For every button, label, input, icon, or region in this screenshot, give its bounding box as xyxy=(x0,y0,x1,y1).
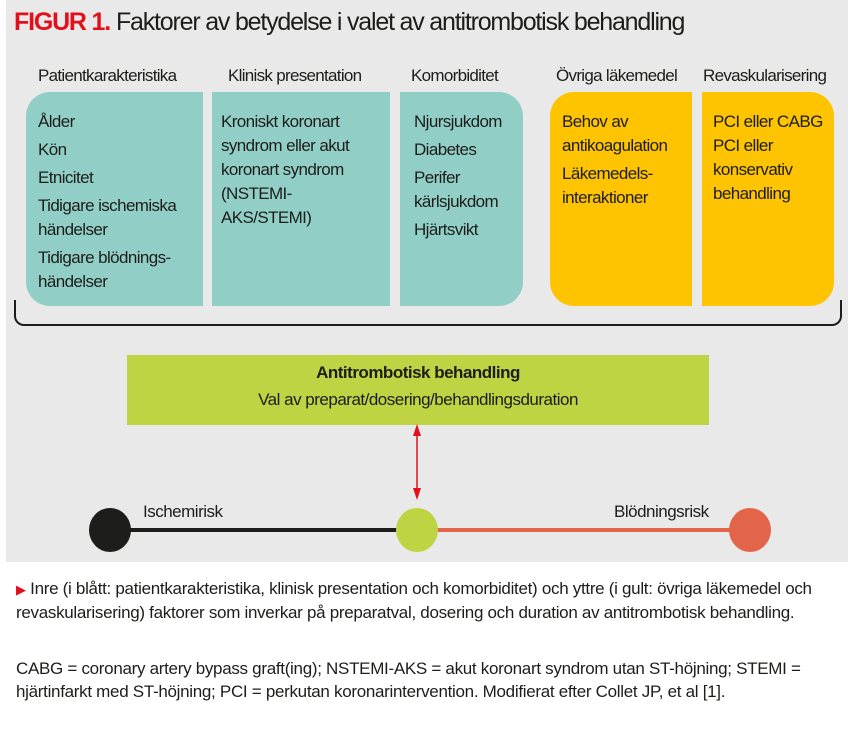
ischemic-node xyxy=(89,508,131,552)
item: Perifer kärlsjukdom xyxy=(414,168,499,211)
figure-label: FIGUR 1. xyxy=(14,8,111,36)
treatment-title: Antitrombotisk behandling xyxy=(316,363,520,382)
item: Ålder xyxy=(38,112,75,131)
item: Tidigare ischemiska händelser xyxy=(38,196,177,239)
header-clinical: Klinisk presentation xyxy=(228,66,362,85)
item: Diabetes xyxy=(414,140,477,159)
arrow-head-down xyxy=(413,488,421,500)
ischemic-label: Ischemirisk xyxy=(143,502,223,521)
item: Etnicitet xyxy=(38,168,94,187)
balance-node xyxy=(396,508,438,552)
item: Kroniskt koronart syndrom eller akut kor… xyxy=(221,112,350,227)
caption: ▶ Inre (i blått: patientkarakteristika, … xyxy=(16,577,842,624)
header-patient: Patientkarakteristika xyxy=(38,66,177,85)
abbreviations: CABG = coronary artery bypass graft(ing)… xyxy=(16,659,801,701)
bleeding-label: Blödningsrisk xyxy=(614,502,709,521)
caption-marker-icon: ▶ xyxy=(16,582,26,597)
treatment-box: Antitrombotisk behandling Val av prepara… xyxy=(127,355,709,425)
item: Tidigare blödnings-händelser xyxy=(38,248,171,291)
item: PCI eller CABG xyxy=(713,112,823,131)
arrow-head-up xyxy=(413,424,421,436)
box-other-drugs: Behov av antikoagulation Läkemedels-inte… xyxy=(550,92,692,306)
header-revasc: Revaskularisering xyxy=(703,66,827,85)
header-other-drugs: Övriga läkemedel xyxy=(556,66,678,85)
header-comorbidity: Komorbiditet xyxy=(411,66,499,85)
caption-text: Inre (i blått: patientkarakteristika, kl… xyxy=(16,579,812,622)
balance-graphic xyxy=(89,424,771,552)
item: Behov av antikoagulation xyxy=(562,112,668,155)
figure-title: FIGUR 1.Faktorer av betydelse i valet av… xyxy=(14,8,685,37)
figure-title-text: Faktorer av betydelse i valet av antitro… xyxy=(115,8,685,36)
box-comorbidity: Njursjukdom Diabetes Perifer kärlsjukdom… xyxy=(400,92,523,306)
item: Kön xyxy=(38,140,67,159)
item: Njursjukdom xyxy=(414,112,502,131)
box-revasc: PCI eller CABG PCI eller konservativ beh… xyxy=(702,92,834,306)
box-clinical: Kroniskt koronart syndrom eller akut kor… xyxy=(212,92,390,306)
item: Hjärtsvikt xyxy=(414,220,479,239)
box-patient: Ålder Kön Etnicitet Tidigare ischemiska … xyxy=(26,92,203,306)
bleeding-node xyxy=(729,508,771,552)
item: PCI eller konservativ behandling xyxy=(713,136,793,203)
grouping-bracket xyxy=(14,300,842,326)
item: Läkemedels-interaktioner xyxy=(562,164,653,207)
treatment-subtitle: Val av preparat/dosering/behandlingsdura… xyxy=(258,390,578,409)
